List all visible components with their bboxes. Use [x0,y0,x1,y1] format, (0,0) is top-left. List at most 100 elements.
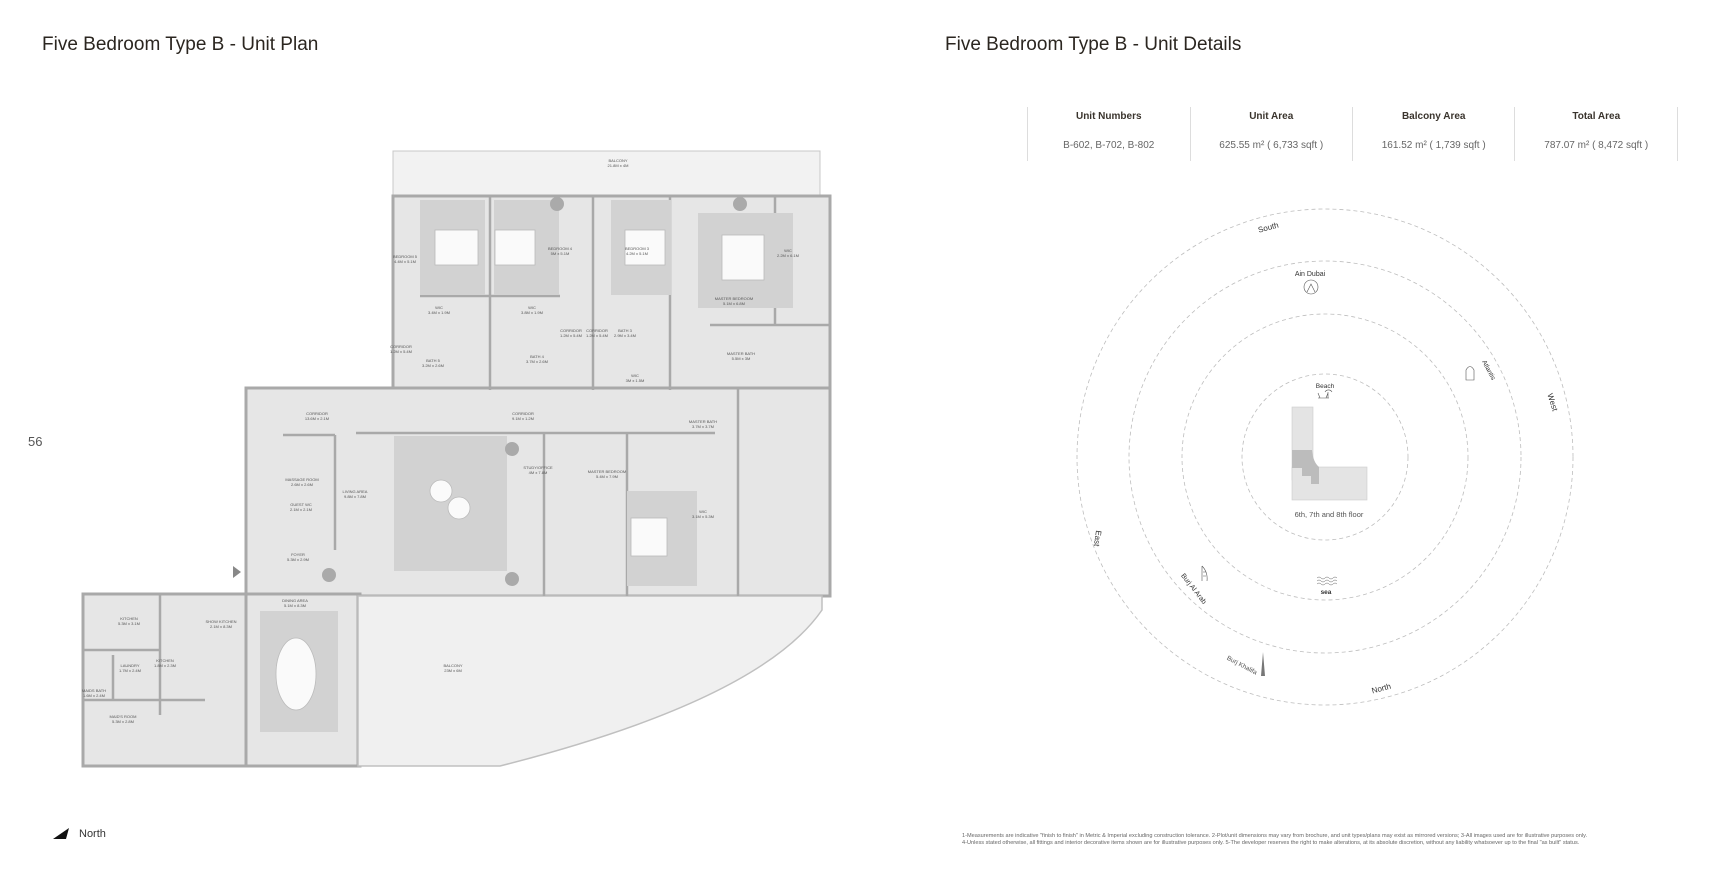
header-balcony-area: Balcony Area [1352,107,1516,132]
room-label: CORRIDOR [306,411,328,416]
room-label: LAUNDRY [120,663,139,668]
room-label: CORRIDOR [560,328,582,333]
table-header-row: Unit Numbers Unit Area Balcony Area Tota… [1027,107,1678,132]
room-dimensions: 3M x 1.5M [626,378,645,383]
total-area-value: 787.07 m² ( 8,472 sqft ) [1514,132,1678,161]
north-indicator: North [53,828,106,840]
room-dimensions: 2.9M x 3.4M [614,333,636,338]
table-row: B-602, B-702, B-802 625.55 m² ( 6,733 sq… [1027,132,1678,161]
room-dimensions: 5M x 5.1M [551,251,570,256]
room-label: MAID'S ROOM [110,714,137,719]
atlantis-icon [1465,366,1475,381]
footnotes: 1-Measurements are indicative "finish to… [962,833,1587,847]
room-dimensions: 9.1M x 1.2M [512,416,534,421]
room-label: FOYER [291,552,305,557]
room-label: BEDROOM 4 [548,246,573,251]
room-dimensions: 3.4M x 1.9M [428,310,450,315]
landmark-burj-al-arab: Burj Al Arab [1179,573,1207,606]
room-label: MASTER BEDROOM [588,469,626,474]
room-dimensions: 5.1M x 6.8M [723,301,745,306]
page-number: 56 [28,434,43,449]
room-dimensions: 4.4M x 5.1M [394,259,416,264]
room-label: CORRIDOR [390,344,412,349]
room-dimensions: 23M x 6M [444,668,462,673]
beds [275,229,765,711]
header-total-area: Total Area [1514,107,1678,132]
room-label: LIVING AREA [343,489,368,494]
room-dimensions: 4M x 7.8M [529,470,548,475]
floor-label: 6th, 7th and 8th floor [1295,510,1364,519]
ring-2 [1181,313,1469,601]
room-label: WIC [631,373,639,378]
room-dimensions: 3.1M x 5.3M [692,514,714,519]
landmark-burj-khalifa: Burj Khalifa [1225,655,1258,677]
room-dimensions: 3.2M x 2.6M [422,363,444,368]
unit-numbers-value: B-602, B-702, B-802 [1027,132,1191,161]
room-label: WIC [528,305,536,310]
room-label: MASTER BATH [727,351,755,356]
balcony-area-value: 161.52 m² ( 1,739 sqft ) [1352,132,1516,161]
room-dimensions: 3.7M x 2.6M [526,359,548,364]
room-label: MASTER BATH [689,419,717,424]
room-dimensions: 2.2M x 6.1M [777,253,799,258]
room-label: CORRIDOR [586,328,608,333]
room-label: WIC [435,305,443,310]
unit-details-table: Unit Numbers Unit Area Balcony Area Tota… [1027,107,1678,161]
plan-title: Five Bedroom Type B - Unit Plan [42,34,319,55]
room-dimensions: 1.7M x 2.4M [119,668,141,673]
landmark-sea: sea [1321,589,1332,596]
room-label: WIC [699,509,707,514]
room-dimensions: 2.1M x 8.3M [210,624,232,629]
room-dimensions: 5.5M x 3M [732,356,751,361]
rugs [260,200,793,732]
room-dimensions: 13.6M x 2.1M [305,416,329,421]
room-label: KITCHEN [120,616,138,621]
sea-waves-icon [1316,576,1338,586]
direction-north: North [1371,682,1392,696]
room-dimensions: 3.8M x 1.9M [521,310,543,315]
beach-umbrella-icon [1317,389,1333,399]
ring-4 [1076,208,1574,706]
direction-south: South [1257,221,1280,235]
room-dimensions: 5.3M x 2.9M [287,557,309,562]
details-title: Five Bedroom Type B - Unit Details [945,34,1242,55]
ring-3 [1128,260,1522,654]
room-label: KITCHEN [156,658,174,663]
footnote-line: 1-Measurements are indicative "finish to… [962,833,1588,839]
room-label: BATH 4 [530,354,544,359]
footnote-line: 4-Unless stated otherwise, all fittings … [962,840,1580,846]
unit-area-value: 625.55 m² ( 6,733 sqft ) [1190,132,1353,161]
landmark-ain-dubai: Ain Dubai [1295,271,1326,278]
room-label: BATH 3 [618,328,632,333]
room-dimensions: 9.8M x 7.8M [344,494,366,499]
ferris-wheel-icon [1303,279,1319,295]
direction-east: East [1092,530,1103,548]
ring-1 [1241,373,1409,541]
bottom-balcony [357,595,823,767]
room-dimensions: 5.3M x 2.8M [112,719,134,724]
room-dimensions: 1.2M x 5.4M [586,333,608,338]
room-label: MASSAGE ROOM [285,477,318,482]
room-label: BEDROOM 3 [625,246,650,251]
columns [322,197,747,586]
room-dimensions: 1.6M x 2.4M [83,693,105,698]
room-dimensions: 3.7M x 3.7M [692,424,714,429]
room-label: MASTER BEDROOM [715,296,753,301]
room-label: GUEST WC [290,502,312,507]
room-label: CORRIDOR [512,411,534,416]
building-footprint [1291,406,1368,501]
room-label: SHOW KITCHEN [205,619,236,624]
view-diagram: 6th, 7th and 8th floor South West East N… [1076,208,1574,706]
header-unit-area: Unit Area [1190,107,1353,132]
room-label: MAIDS BATH [82,688,106,693]
room-dimensions: 1.2M x 5.4M [390,349,412,354]
room-label: BATH 5 [426,358,440,363]
room-dimensions: 21.8M x 4M [608,163,629,168]
north-label: North [79,828,106,840]
room-label: BALCONY [608,158,627,163]
header-unit-numbers: Unit Numbers [1027,107,1191,132]
room-dimensions: 2.6M x 2.6M [291,482,313,487]
room-dimensions: 5.4M x 7.9M [596,474,618,479]
